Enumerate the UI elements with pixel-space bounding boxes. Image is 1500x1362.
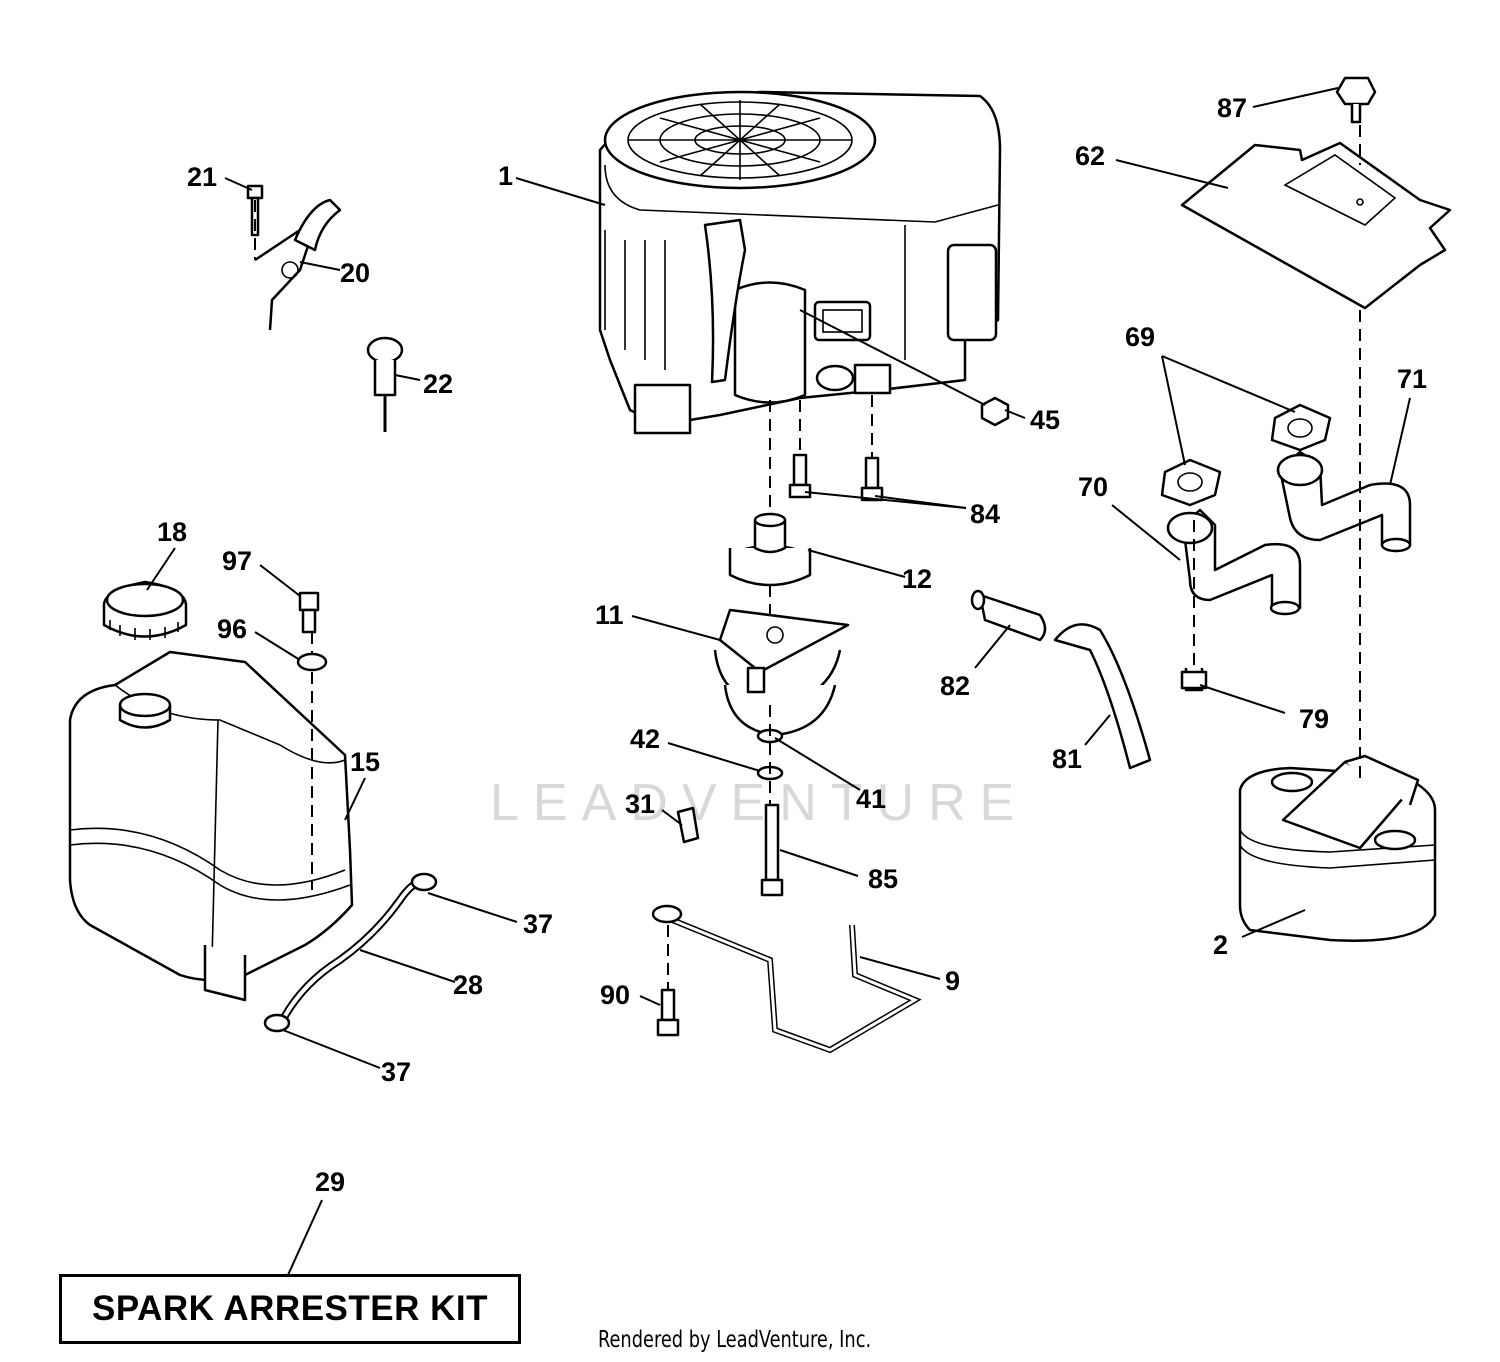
callout-81: 81 [1052, 744, 1082, 774]
fuel-cap-part-18 [102, 580, 188, 640]
bolt-part-85 [760, 803, 784, 897]
bolt-part-90 [656, 988, 680, 1037]
callout-29: 29 [315, 1167, 345, 1197]
callout-37-lower: 37 [381, 1057, 411, 1087]
callout-2: 2 [1213, 930, 1228, 960]
callout-41: 41 [856, 784, 886, 814]
callout-9: 9 [945, 966, 960, 996]
callout-12: 12 [902, 564, 932, 594]
knob-part-22 [366, 336, 404, 432]
heat-shield-part-62 [1180, 141, 1452, 310]
callout-84: 84 [970, 499, 1000, 529]
hose-part-81 [1053, 623, 1152, 770]
washer-part-96 [296, 652, 328, 672]
callout-71: 71 [1397, 364, 1427, 394]
callout-62: 62 [1075, 141, 1105, 171]
spark-arrester-kit-label: SPARK ARRESTER KIT [92, 1289, 488, 1328]
callout-69: 69 [1125, 322, 1155, 352]
callout-70: 70 [1078, 472, 1108, 502]
callout-82: 82 [940, 671, 970, 701]
callout-97: 97 [222, 546, 252, 576]
exhaust-pipe-part-71 [1276, 450, 1412, 553]
callout-18: 18 [157, 517, 187, 547]
pulley-part-12 [728, 512, 812, 587]
clamp-part-37-upper [410, 872, 438, 892]
muffler-part-2 [1238, 754, 1437, 942]
alignment-lines [254, 125, 1361, 990]
footer-credit: Rendered by LeadVenture, Inc. [598, 1327, 872, 1353]
nut-part-45 [980, 396, 1010, 427]
exhaust-pipe-part-70 [1166, 508, 1302, 616]
callout-31: 31 [625, 789, 655, 819]
gasket-part-69 [1160, 403, 1332, 507]
fitting-part-82 [970, 589, 1047, 642]
bolt-part-84 [788, 453, 884, 502]
callout-87: 87 [1217, 93, 1247, 123]
callout-85: 85 [868, 864, 898, 894]
callout-45: 45 [1030, 405, 1060, 435]
callout-37-upper: 37 [523, 909, 553, 939]
fuel-line-part-28 [276, 876, 426, 1029]
callout-15: 15 [350, 747, 380, 777]
callout-96: 96 [217, 614, 247, 644]
leader-lines [146, 87, 1411, 1276]
clamp-part-37-lower [263, 1013, 291, 1033]
bolt-part-87 [1335, 76, 1377, 124]
nut-part-31 [676, 806, 700, 844]
rod-part-9 [651, 904, 922, 1054]
fuel-tank-part-15 [68, 650, 354, 1002]
callout-1: 1 [498, 161, 513, 191]
callout-22: 22 [423, 369, 453, 399]
callout-90: 90 [600, 980, 630, 1010]
callout-labels: 1 2 9 11 12 15 18 20 21 22 28 29 31 37 3… [157, 93, 1427, 1197]
callout-11: 11 [595, 600, 624, 630]
callout-28: 28 [453, 970, 483, 1000]
watermark-text: LEADVENTURE [490, 774, 1028, 832]
spark-arrester-kit-box: SPARK ARRESTER KIT [59, 1274, 521, 1344]
callout-20: 20 [340, 258, 370, 288]
callout-79: 79 [1299, 704, 1329, 734]
bolt-part-97 [298, 591, 320, 634]
bracket-part-20 [254, 198, 342, 331]
callout-42: 42 [630, 724, 660, 754]
callout-21: 21 [187, 162, 217, 192]
engine-part-1 [598, 90, 1002, 435]
clutch-part-11 [713, 608, 850, 737]
bolt-part-79 [1180, 668, 1208, 692]
